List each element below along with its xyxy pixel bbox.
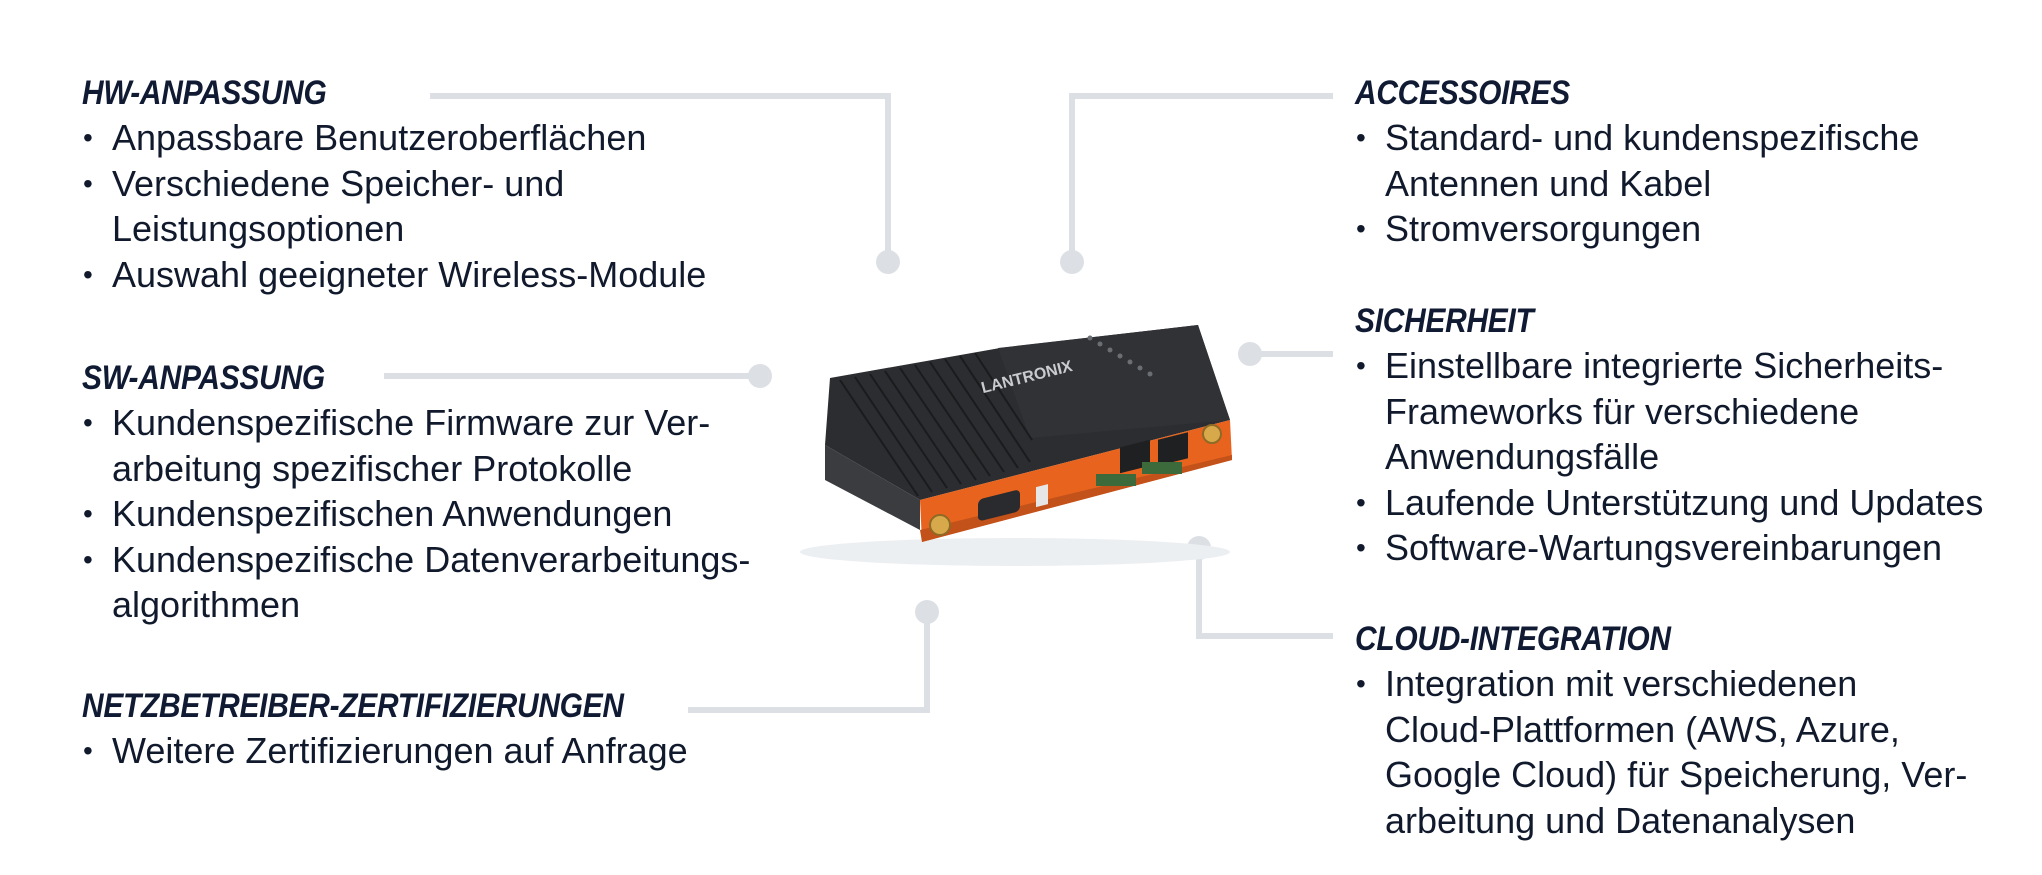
list-item: Kundenspezifischen Anwendungen <box>82 491 750 537</box>
block-netzbetreiber: NETZBETREIBER-ZERTIFIZIERUNGEN Weitere Z… <box>82 684 698 774</box>
connector-cloud <box>1196 548 1333 639</box>
list-cloud-integration: Integration mit verschiedenen Cloud-Plat… <box>1355 661 1967 843</box>
list-item: Kundenspezifische Firmware zur Ver- arbe… <box>82 400 750 491</box>
block-hw-anpassung: HW-ANPASSUNG Anpassbare Benutzeroberfläc… <box>82 71 706 297</box>
block-sw-anpassung: SW-ANPASSUNG Kundenspezifische Firmware … <box>82 356 750 628</box>
connector-dot-sw <box>748 364 772 388</box>
heading-accessoires: ACCESSOIRES <box>1355 74 1570 112</box>
heading-sicherheit: SICHERHEIT <box>1355 302 1534 340</box>
heading-hw-anpassung: HW-ANPASSUNG <box>82 74 327 112</box>
list-item: Integration mit verschiedenen Cloud-Plat… <box>1355 661 1967 843</box>
connector-dot-sec <box>1238 342 1262 366</box>
connector-net <box>688 612 930 713</box>
list-netzbetreiber: Weitere Zertifizierungen auf Anfrage <box>82 728 698 774</box>
list-item: Kundenspezifische Datenverarbeitungs- al… <box>82 537 750 628</box>
list-accessoires: Standard- und kundenspezifische Antennen… <box>1355 115 1919 252</box>
connector-dot-hw <box>876 250 900 274</box>
block-accessoires: ACCESSOIRES Standard- und kundenspezifis… <box>1355 71 1919 252</box>
connector-dot-net <box>915 600 939 624</box>
list-item: Software-Wartungsvereinbarungen <box>1355 525 1983 571</box>
heading-sw-anpassung: SW-ANPASSUNG <box>82 359 325 397</box>
block-sicherheit: SICHERHEIT Einstellbare integrierte Sich… <box>1355 299 1983 571</box>
list-item: Einstellbare integrierte Sicherheits- Fr… <box>1355 343 1983 480</box>
list-sw-anpassung: Kundenspezifische Firmware zur Ver- arbe… <box>82 400 750 628</box>
connector-hw <box>430 93 891 262</box>
list-item: Verschiedene Speicher- und Leistungsopti… <box>82 161 706 252</box>
connector-acc <box>1069 93 1333 262</box>
list-hw-anpassung: Anpassbare Benutzeroberflächen Verschied… <box>82 115 706 297</box>
block-cloud-integration: CLOUD-INTEGRATION Integration mit versch… <box>1355 617 1967 843</box>
list-item: Anpassbare Benutzeroberflächen <box>82 115 706 161</box>
list-item: Standard- und kundenspezifische Antennen… <box>1355 115 1919 206</box>
list-item: Laufende Unterstützung und Updates <box>1355 480 1983 526</box>
heading-cloud-integration: CLOUD-INTEGRATION <box>1355 620 1671 658</box>
router-device-image: LANTRONIX <box>800 325 1232 566</box>
list-item: Stromversorgungen <box>1355 206 1919 252</box>
list-item: Auswahl geeigneter Wireless-Module <box>82 252 706 298</box>
connector-dot-acc <box>1060 250 1084 274</box>
list-sicherheit: Einstellbare integrierte Sicherheits- Fr… <box>1355 343 1983 571</box>
list-item: Weitere Zertifizierungen auf Anfrage <box>82 728 698 774</box>
heading-netzbetreiber: NETZBETREIBER-ZERTIFIZIERUNGEN <box>82 687 624 725</box>
